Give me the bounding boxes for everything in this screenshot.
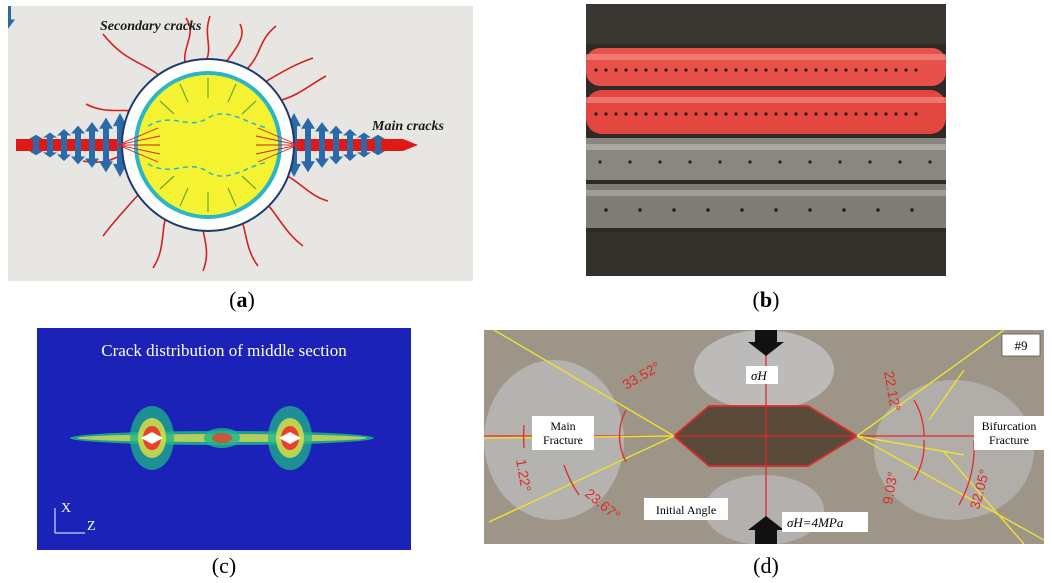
sigma-h-bottom: σH=4MPa [787,515,844,530]
angle-label-3: 1.22° [513,458,534,493]
panel-c-simulation: Crack distribution of middle section X Z [37,328,411,550]
axis-z-label: Z [87,519,96,534]
caption-d: (d) [753,553,779,578]
label-secondary-cracks: Secondary cracks [100,19,202,34]
angle-label-5: 9.03° [879,470,900,505]
simulation-title: Crack distribution of middle section [101,341,347,360]
fan-cracks [117,127,299,163]
panel-a-diagram: Secondary cracks Main cracks [8,6,473,281]
drill-holes [594,68,932,212]
sigma-h-top: σH [751,368,767,383]
stress-arrows-left [8,6,127,177]
panel-b-photo [586,4,946,276]
label-main-cracks: Main cracks [371,119,445,134]
caption-c: (c) [211,553,237,578]
angle-label-2: 22.12° [881,370,904,413]
caption-b: (b) [752,287,780,312]
initial-angle-label: Initial Angle [656,503,716,517]
axis-x-label: X [61,501,71,516]
axis-triad [54,508,85,534]
panel-d-experiment: #9 σH σH=4MPa Main Fracture Bifurcation … [484,330,1044,544]
red-tube-1 [586,48,946,86]
sample-id: #9 [1015,338,1028,353]
caption-a: (a) [229,287,255,312]
pressure-arrows [159,78,257,212]
bifurcation-label-2: Fracture [989,433,1029,447]
main-fracture-label-1: Main [550,419,575,433]
bifurcation-label-1: Bifurcation [982,419,1037,433]
red-tube-2 [586,90,946,134]
main-fracture-label-2: Fracture [543,433,583,447]
load-arrow-bottom [748,516,784,544]
fracture-lines [484,330,1044,544]
crack-distribution-field [70,406,374,470]
load-arrow-top [748,330,784,356]
